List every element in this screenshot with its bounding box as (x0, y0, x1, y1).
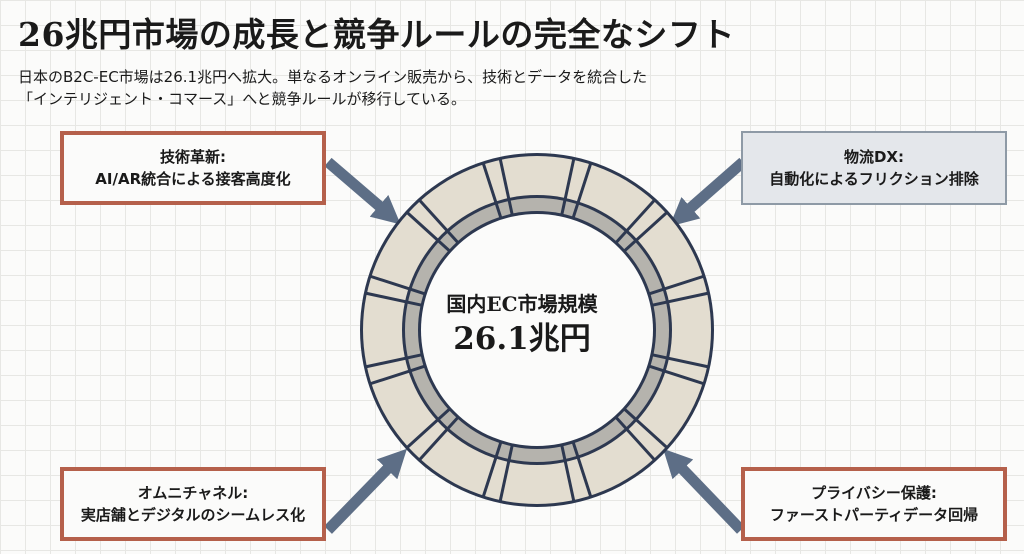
center-metric: 国内EC市場規模 26.1兆円 (412, 290, 632, 360)
factor-box-omnichannel: オムニチャネル: 実店舗とデジタルのシームレス化 (60, 467, 326, 541)
page-title: 26兆円市場の成長と競争ルールの完全なシフト (18, 15, 735, 54)
subtitle-line-2: 「インテリジェント・コマース」へと競争ルールが移行している。 (18, 90, 467, 108)
ring-divider-line (560, 157, 576, 215)
factor-body-omnichannel: 実店舗とデジタルのシームレス化 (80, 506, 306, 524)
ring-divider-line (648, 274, 705, 296)
ring-divider-line (652, 353, 710, 369)
factor-heading-privacy: プライバシー保護: (811, 484, 937, 502)
ring-divider-line (369, 364, 426, 386)
factor-heading-omnichannel: オムニチャネル: (137, 484, 249, 502)
arrow-top-right (669, 157, 747, 227)
center-label: 国内EC市場規模 (446, 292, 598, 316)
ring-divider-line (417, 416, 459, 462)
ring-divider-line (405, 210, 451, 252)
ring-divider-line (648, 364, 705, 386)
ring-divider-line (623, 210, 669, 252)
ring-divider-line (571, 162, 593, 219)
ring-divider-line (364, 291, 422, 307)
ring-divider-line (623, 408, 669, 450)
subtitle-line-1: 日本のB2C-EC市場は26.1兆円へ拡大。単なるオンライン販売から、技術とデー… (18, 68, 648, 86)
ring-divider-line (481, 162, 503, 219)
ring-divider-line (417, 198, 459, 244)
factor-body-tech: AI/AR統合による接客高度化 (95, 170, 291, 188)
ring-divider-line (364, 353, 422, 369)
factor-heading-logistics: 物流DX: (843, 148, 904, 166)
arrow-bottom-right (663, 448, 745, 534)
factor-heading-tech: 技術革新: (160, 148, 226, 166)
ring-divider-line (615, 416, 657, 462)
ring-center-disk (421, 214, 653, 446)
arrow-top-left (324, 157, 401, 225)
center-value: 26.1兆円 (453, 321, 591, 357)
market-ring (360, 153, 714, 507)
factor-body-privacy: ファーストパーティデータ回帰 (769, 506, 979, 524)
ring-divider-line (652, 291, 710, 307)
ring-divider-line (369, 274, 426, 296)
ring-divider-line (405, 408, 451, 450)
ring-divider-line (615, 198, 657, 244)
page-subtitle: 日本のB2C-EC市場は26.1兆円へ拡大。単なるオンライン販売から、技術とデー… (18, 66, 978, 110)
ring-dividers (364, 157, 710, 503)
ring-divider-line (571, 441, 593, 498)
factor-box-logistics: 物流DX: 自動化によるフリクション排除 (741, 131, 1007, 205)
ring-divider-line (481, 441, 503, 498)
ring-divider-line (560, 445, 576, 503)
ring-divider-line (498, 157, 514, 215)
arrow-bottom-left (324, 448, 407, 534)
factor-box-tech: 技術革新: AI/AR統合による接客高度化 (60, 131, 326, 205)
factor-box-privacy: プライバシー保護: ファーストパーティデータ回帰 (741, 467, 1007, 541)
ring-divider-line (498, 445, 514, 503)
factor-body-logistics: 自動化によるフリクション排除 (769, 170, 979, 188)
